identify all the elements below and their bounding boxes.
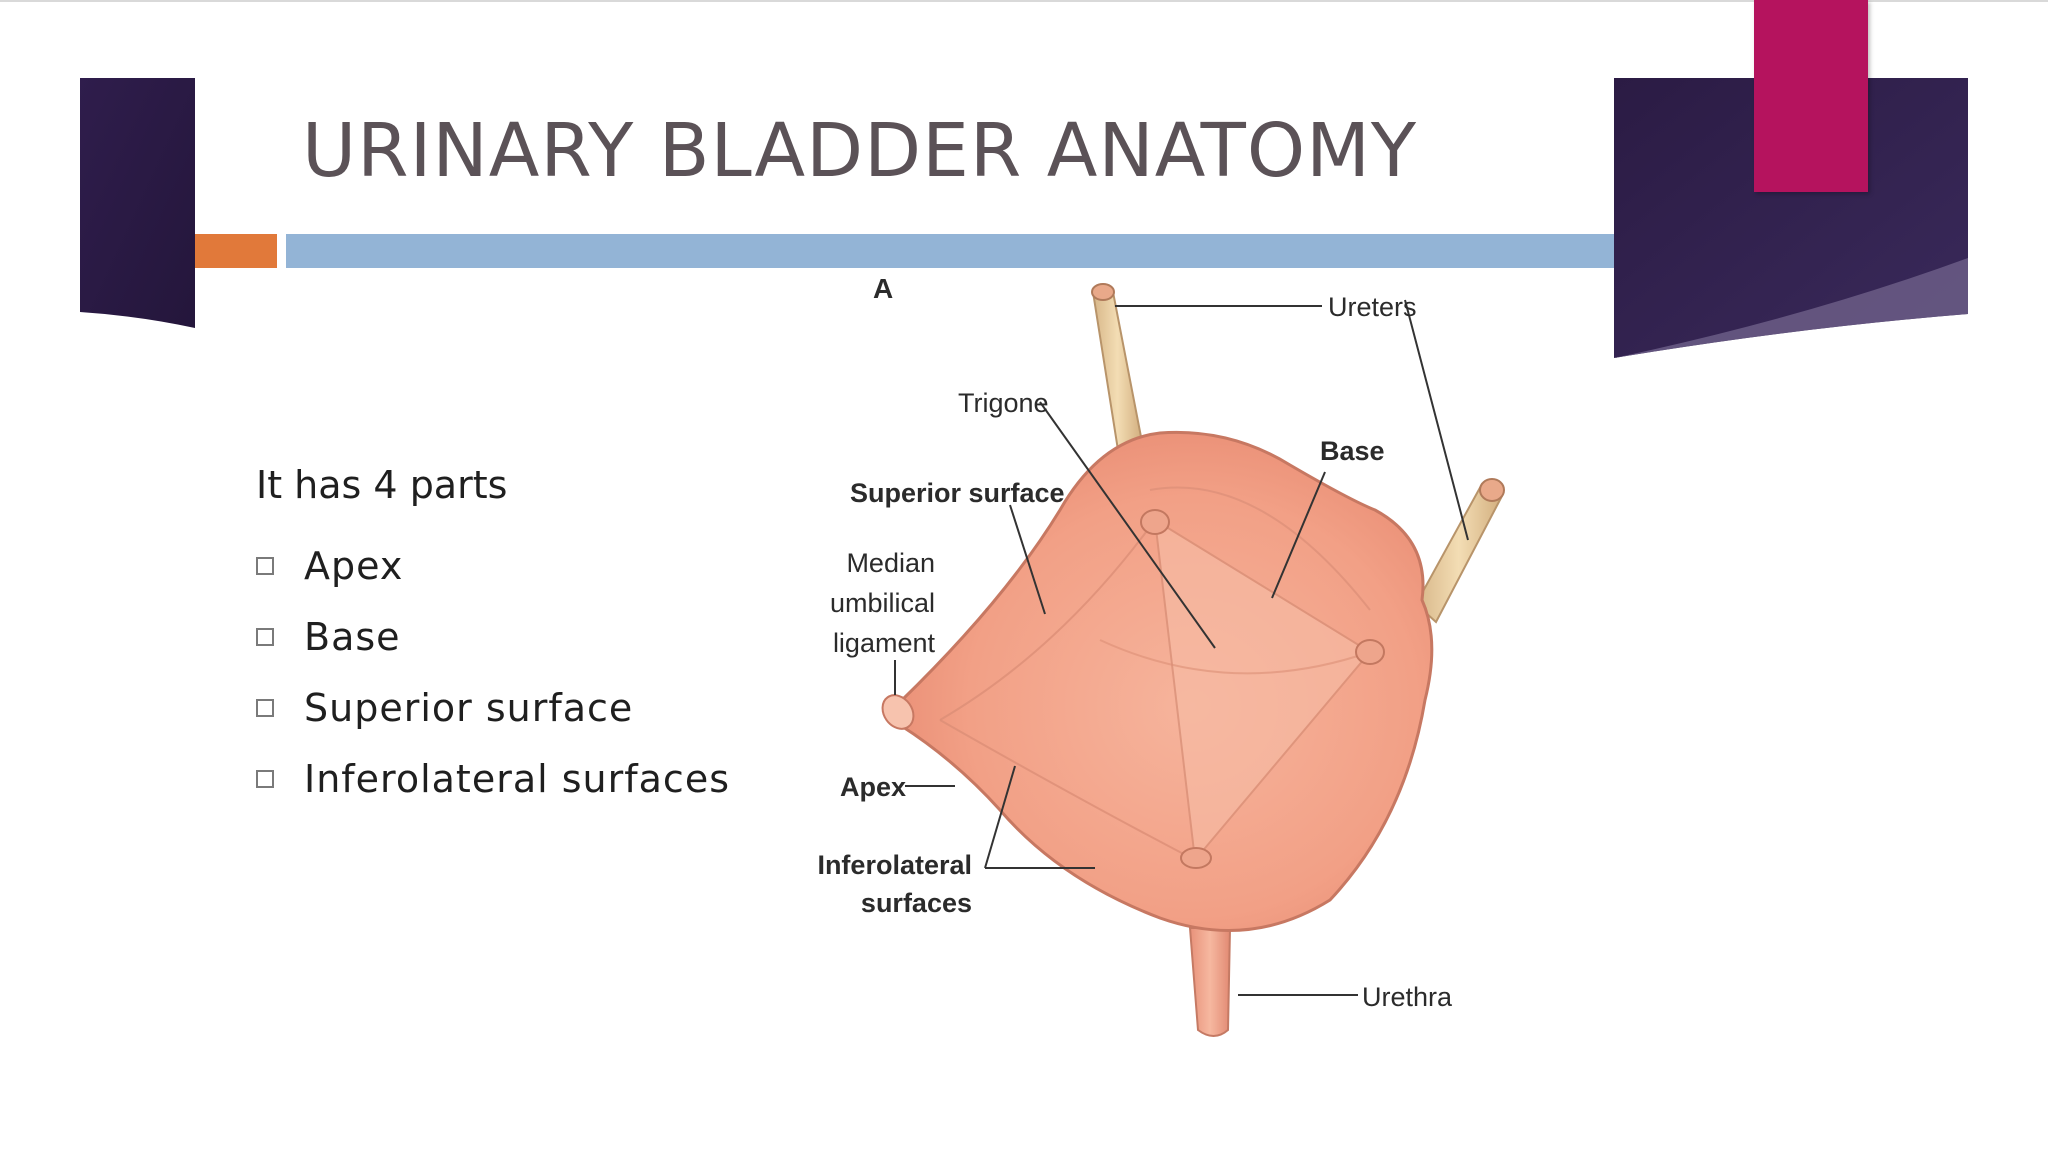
inner-fold-1 <box>939 519 1156 721</box>
internal-urethral-orifice <box>1180 847 1212 869</box>
bullet-box-icon <box>256 698 274 717</box>
bladder-body <box>898 430 1434 932</box>
right-decor-block <box>1614 78 1968 358</box>
list-item: Apex <box>256 530 730 601</box>
trigone-outline <box>1153 518 1372 863</box>
label-apex: Apex <box>840 772 906 802</box>
label-urethra: Urethra <box>1362 982 1453 1012</box>
label-median: Median <box>846 548 935 578</box>
title-accent-orange <box>195 234 277 268</box>
left-ureter-opening <box>1091 283 1115 301</box>
label-trigone: Trigone <box>958 388 1049 418</box>
label-inferolateral: Inferolateral <box>817 850 972 880</box>
median-umbilical-ligament <box>881 694 915 730</box>
list-item: Inferolateral surfaces <box>256 743 730 814</box>
urethra-tube <box>1188 927 1232 1037</box>
right-ureter-opening <box>1479 478 1505 502</box>
ureteric-orifice-left <box>1140 509 1170 535</box>
intro-text: It has 4 parts <box>256 463 508 507</box>
inner-fold-2 <box>939 719 1196 861</box>
leader-lines <box>894 299 1469 996</box>
label-surfaces: surfaces <box>861 888 972 918</box>
label-ligament: ligament <box>833 628 936 658</box>
title-accent-blue <box>286 234 1614 268</box>
left-decor-block <box>80 78 195 328</box>
label-base: Base <box>1320 436 1385 466</box>
magenta-tab <box>1754 0 1868 192</box>
label-ureters: Ureters <box>1328 292 1417 322</box>
bullet-box-icon <box>256 769 274 788</box>
slide-title: URINARY BLADDER ANATOMY <box>302 108 1418 194</box>
ureteric-orifice-right <box>1355 639 1385 665</box>
top-border-line <box>0 0 2048 2</box>
label-superior-surface: Superior surface <box>850 478 1065 508</box>
bullet-box-icon <box>256 627 274 646</box>
list-item: Base <box>256 601 730 672</box>
label-umbilical: umbilical <box>830 588 935 618</box>
bullet-box-icon <box>256 556 274 575</box>
inner-fold-3 <box>1149 486 1371 611</box>
parts-list: Apex Base Superior surface Inferolateral… <box>256 530 730 814</box>
left-ureter <box>1091 291 1144 452</box>
panel-letter: A <box>873 273 893 304</box>
list-item: Superior surface <box>256 672 730 743</box>
inner-fold-4 <box>1099 639 1371 675</box>
